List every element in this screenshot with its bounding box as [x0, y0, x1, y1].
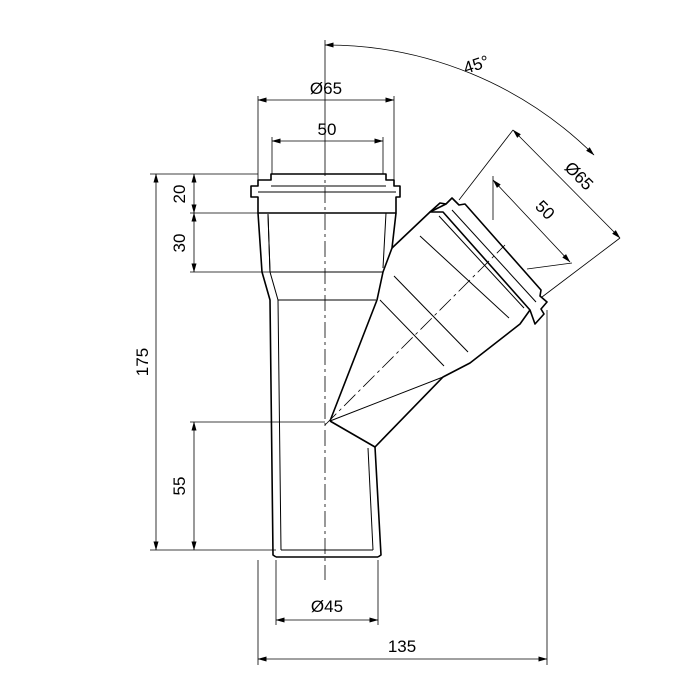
top-socket-bore [267, 212, 387, 273]
branch-pipe-upper-wall [391, 203, 447, 249]
dim-175-label: 175 [133, 348, 152, 376]
branch-socket-inner-step [438, 215, 525, 309]
extension-lines [150, 40, 621, 665]
branch-band-2 [379, 299, 445, 367]
dim-20-label: 20 [170, 185, 189, 204]
angle-dimension-arc [324, 42, 595, 156]
diameter-45-label: Ø45 [311, 597, 343, 616]
branch-socket-groove [451, 209, 537, 303]
branch-socket-ring [429, 197, 548, 325]
diameter-65-top-label: Ø65 [310, 79, 342, 98]
dim-50-top-label: 50 [318, 120, 337, 139]
main-pipe-right-outer-wall [374, 446, 382, 558]
branch-cone-lower [329, 420, 376, 448]
dim-line-50-branch [492, 179, 571, 263]
dim-line-diameter-65-branch [512, 129, 621, 239]
top-socket-ring [250, 173, 401, 214]
dim-135-label: 135 [388, 637, 416, 656]
dim-50-branch-label: 50 [531, 197, 558, 224]
diameter-65-branch-label: Ø65 [561, 158, 597, 194]
center-lines [324, 160, 506, 580]
branch-pipe-lower-wall [374, 309, 531, 448]
main-pipe-left-outer-wall [257, 212, 277, 558]
branch-cone-upper [329, 299, 378, 422]
fitting-body [250, 173, 548, 558]
branch-band-3 [419, 235, 510, 319]
angle-label: 45° [461, 52, 491, 78]
dim-30-label: 30 [170, 234, 189, 253]
main-pipe-right-upper-wall [376, 212, 397, 301]
branch-axis-centerline [324, 244, 506, 426]
branch-band-1 [393, 275, 469, 353]
main-pipe-right-inner-wall [367, 447, 374, 551]
dimension-lines [153, 42, 621, 662]
branch-junction-line [329, 376, 444, 422]
dim-55-label: 55 [170, 477, 189, 496]
dimension-labels: 45° Ø65 50 Ø65 50 20 30 175 55 Ø45 135 [133, 52, 597, 656]
